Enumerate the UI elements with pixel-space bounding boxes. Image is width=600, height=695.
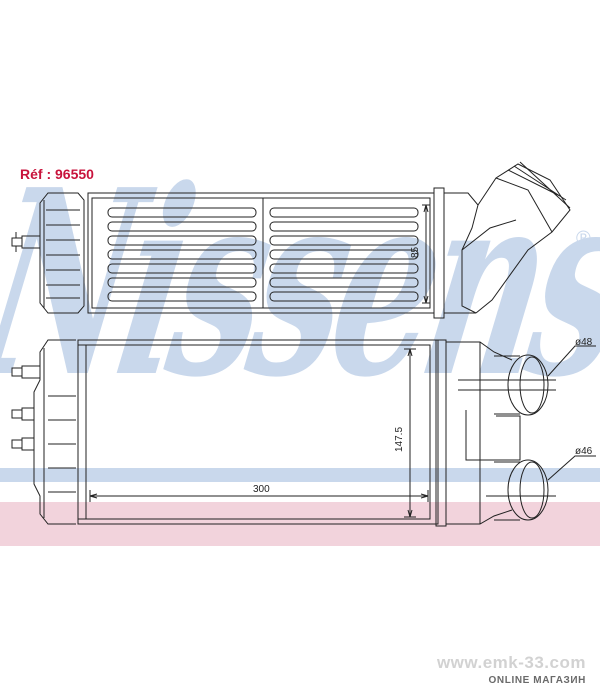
top-left-nozzle xyxy=(11,232,40,252)
top-core-frame xyxy=(87,192,435,314)
front-left-tank xyxy=(33,339,76,525)
website-url: www.emk-33.com xyxy=(436,653,586,672)
top-left-tank-ribs xyxy=(46,209,80,299)
top-right-pipe-elbow xyxy=(461,163,571,314)
dimension-85: 85 xyxy=(410,246,421,258)
front-right-tank xyxy=(446,341,521,525)
front-core xyxy=(77,339,439,525)
dim-line-height-top xyxy=(422,204,430,304)
top-left-tank xyxy=(39,192,85,314)
dimension-300: 300 xyxy=(253,484,270,495)
front-left-nozzle-3 xyxy=(11,437,34,451)
dim-line-core-height xyxy=(404,348,416,518)
front-view xyxy=(11,339,596,527)
dimension-pipe-46: ø46 xyxy=(575,446,593,457)
front-left-nozzle-2 xyxy=(11,407,34,421)
registered-mark: ® xyxy=(576,228,591,250)
front-left-nozzle-1 xyxy=(11,365,40,379)
dim-line-core-width xyxy=(89,490,429,502)
dimension-147-5: 147.5 xyxy=(394,427,405,452)
reference-number: Réf : 96550 xyxy=(20,166,94,182)
top-core-slots xyxy=(107,198,419,308)
front-pipe-lower xyxy=(494,459,549,521)
top-view xyxy=(11,161,571,319)
online-shop-label: ONLINE МАГАЗИН xyxy=(488,675,586,686)
dimension-pipe-48: ø48 xyxy=(575,337,593,348)
front-pipe-upper xyxy=(494,354,549,416)
watermark-blue-band xyxy=(0,468,600,482)
top-right-tank xyxy=(444,192,479,314)
